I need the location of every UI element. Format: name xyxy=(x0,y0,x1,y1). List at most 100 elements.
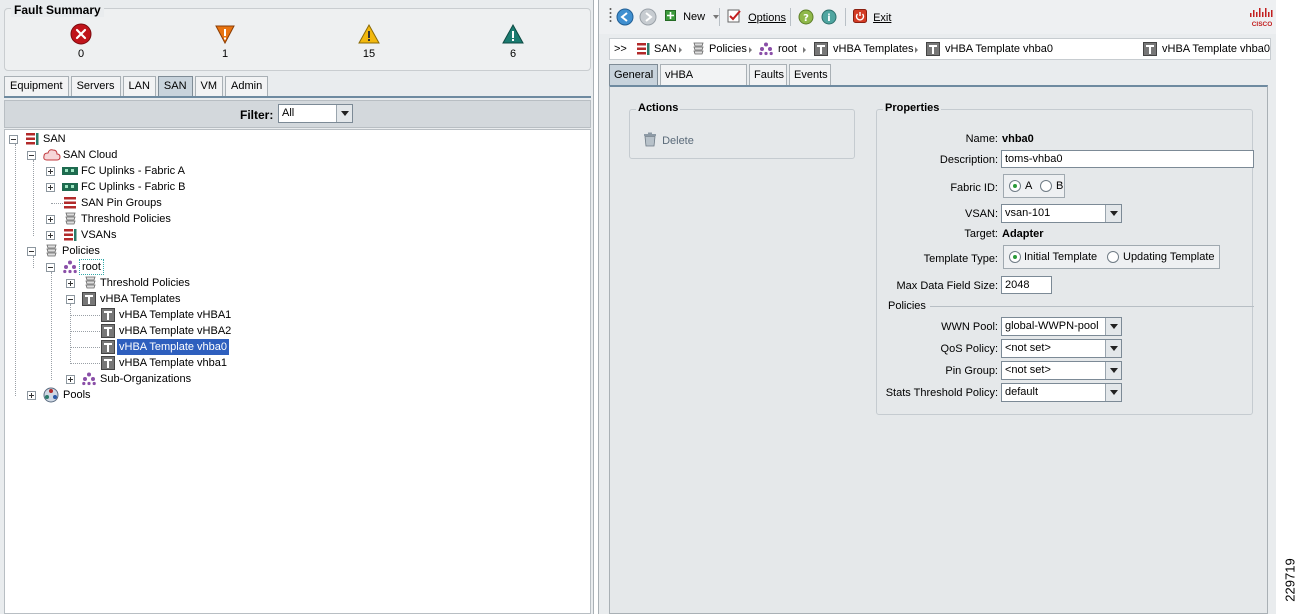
chevron-down-icon[interactable] xyxy=(1105,318,1121,335)
chevron-down-icon[interactable] xyxy=(1105,384,1121,401)
chevron-down-icon[interactable] xyxy=(336,105,352,122)
pin-group-select[interactable]: <not set> xyxy=(1001,361,1122,380)
updating-template-radio[interactable] xyxy=(1107,251,1119,263)
expand-icon[interactable] xyxy=(46,215,55,224)
breadcrumb-vhba-template-vhba0[interactable]: vHBA Template vhba0 xyxy=(945,43,1054,55)
vsan-label: VSAN: xyxy=(964,208,998,220)
fabric-id-label: Fabric ID: xyxy=(950,182,998,194)
initial-template-radio[interactable] xyxy=(1009,251,1021,263)
max-data-field-size-input[interactable] xyxy=(1001,276,1052,294)
tree-node-vhba-template-vhba1-lower[interactable]: vHBA Template vhba1 xyxy=(5,355,265,371)
tree-node-label: Sub-Organizations xyxy=(100,373,192,385)
policy-scroll-icon xyxy=(46,244,57,257)
back-button[interactable] xyxy=(616,8,634,26)
tree-node-vhba-template-vhba2[interactable]: vHBA Template vHBA2 xyxy=(5,323,265,339)
chevron-down-icon xyxy=(713,15,720,19)
tree-node-policies[interactable]: Policies xyxy=(5,243,225,259)
tree-node-san-pin-groups[interactable]: SAN Pin Groups xyxy=(5,195,265,211)
svg-text:i: i xyxy=(827,13,830,24)
tab-general[interactable]: General xyxy=(609,64,658,85)
minor-fault-indicator[interactable]: 15 xyxy=(339,23,399,60)
cloud-icon xyxy=(43,149,61,161)
breadcrumb-arrow-icon xyxy=(803,47,806,53)
chevron-down-icon[interactable] xyxy=(1105,340,1121,357)
breadcrumb-san[interactable]: SAN xyxy=(654,43,677,55)
expand-icon[interactable] xyxy=(66,375,75,384)
toolbar-separator xyxy=(719,8,720,26)
name-value: vhba0 xyxy=(1002,133,1034,145)
tree-node-vhba-template-vhba0[interactable]: vHBA Template vhba0 xyxy=(5,339,265,355)
info-button[interactable]: i xyxy=(821,9,837,25)
new-label: New xyxy=(683,11,706,23)
expand-icon[interactable] xyxy=(46,167,55,176)
tab-separator xyxy=(4,96,591,98)
expand-icon[interactable] xyxy=(46,183,55,192)
toolbar-separator xyxy=(790,8,791,26)
fabric-a-radio[interactable] xyxy=(1009,180,1021,192)
chevron-down-icon[interactable] xyxy=(1105,205,1121,222)
breadcrumb-policies[interactable]: Policies xyxy=(709,43,747,55)
forward-button[interactable] xyxy=(639,8,657,26)
major-fault-indicator[interactable]: 1 xyxy=(195,23,255,60)
tab-servers[interactable]: Servers xyxy=(70,76,121,96)
cisco-logo: CISCO xyxy=(1249,6,1275,28)
tree-node-root-threshold-policies[interactable]: Threshold Policies xyxy=(5,275,265,291)
collapse-icon[interactable] xyxy=(27,151,36,160)
tree-node-label: vHBA Templates xyxy=(100,293,181,305)
exit-button[interactable]: Exit xyxy=(853,9,891,25)
fabric-id-radio-group: A B xyxy=(1003,174,1065,198)
tree-node-label-selected: vHBA Template vhba0 xyxy=(117,339,230,355)
tab-equipment[interactable]: Equipment xyxy=(4,76,69,96)
tree-node-fc-uplinks-a[interactable]: FC Uplinks - Fabric A xyxy=(5,163,265,179)
stats-threshold-policy-select[interactable]: default xyxy=(1001,383,1122,402)
expand-icon[interactable] xyxy=(27,391,36,400)
tab-admin[interactable]: Admin xyxy=(225,76,269,96)
tree-node-vhba-templates[interactable]: vHBA Templates xyxy=(5,291,265,307)
tree-node-san-cloud[interactable]: SAN Cloud xyxy=(5,147,225,163)
expand-icon[interactable] xyxy=(46,231,55,240)
tree-node-threshold-policies[interactable]: Threshold Policies xyxy=(5,211,265,227)
expand-icon[interactable] xyxy=(66,279,75,288)
tree-node-sub-organizations[interactable]: Sub-Organizations xyxy=(5,371,265,387)
fabric-b-radio[interactable] xyxy=(1040,180,1052,192)
vsan-select[interactable]: vsan-101 xyxy=(1001,204,1122,223)
page-margin xyxy=(1276,0,1302,614)
options-button[interactable]: Options xyxy=(727,9,786,25)
tab-events[interactable]: Events xyxy=(789,64,831,85)
tree-node-pools[interactable]: Pools xyxy=(5,387,205,403)
target-value: Adapter xyxy=(1002,228,1044,240)
qos-policy-select[interactable]: <not set> xyxy=(1001,339,1122,358)
collapse-icon[interactable] xyxy=(27,247,36,256)
tree-node-label: Policies xyxy=(62,245,100,257)
collapse-icon[interactable] xyxy=(46,263,55,272)
tab-vm[interactable]: VM xyxy=(194,76,224,96)
delete-button[interactable]: Delete xyxy=(643,132,694,148)
tab-san[interactable]: SAN xyxy=(157,76,193,96)
critical-fault-indicator[interactable]: 0 xyxy=(51,23,111,60)
new-menu-button[interactable]: New xyxy=(665,9,720,25)
tree-node-san[interactable]: SAN xyxy=(5,131,205,147)
help-button[interactable]: ? xyxy=(798,9,814,25)
wwn-pool-select[interactable]: global-WWPN-pool xyxy=(1001,317,1122,336)
template-type-label: Template Type: xyxy=(923,253,998,265)
collapse-icon[interactable] xyxy=(9,135,18,144)
template-t-icon xyxy=(82,292,96,306)
tab-faults[interactable]: Faults xyxy=(749,64,787,85)
collapse-icon[interactable] xyxy=(66,295,75,304)
tab-vhba-interfaces[interactable]: vHBA Interfaces xyxy=(660,64,747,101)
tab-lan[interactable]: LAN xyxy=(122,76,156,96)
tree-node-vsans[interactable]: VSANs xyxy=(5,227,265,243)
max-data-field-size-label: Max Data Field Size: xyxy=(896,280,998,292)
tree-node-fc-uplinks-b[interactable]: FC Uplinks - Fabric B xyxy=(5,179,265,195)
tree-node-vhba-template-vhba1[interactable]: vHBA Template vHBA1 xyxy=(5,307,265,323)
warning-fault-indicator[interactable]: 6 xyxy=(483,23,543,60)
breadcrumb-vhba-templates[interactable]: vHBA Templates xyxy=(833,43,914,55)
filter-select[interactable]: All xyxy=(278,104,353,123)
tree-node-root[interactable]: root xyxy=(5,259,225,275)
breadcrumb-root[interactable]: root xyxy=(778,43,797,55)
description-input[interactable] xyxy=(1001,150,1254,168)
chevron-down-icon[interactable] xyxy=(1105,362,1121,379)
general-tab-content: Actions Delete Properties Name: vhba0 De… xyxy=(609,85,1268,614)
breadcrumb-expand[interactable]: >> xyxy=(614,43,627,55)
tree-connector xyxy=(33,160,34,236)
